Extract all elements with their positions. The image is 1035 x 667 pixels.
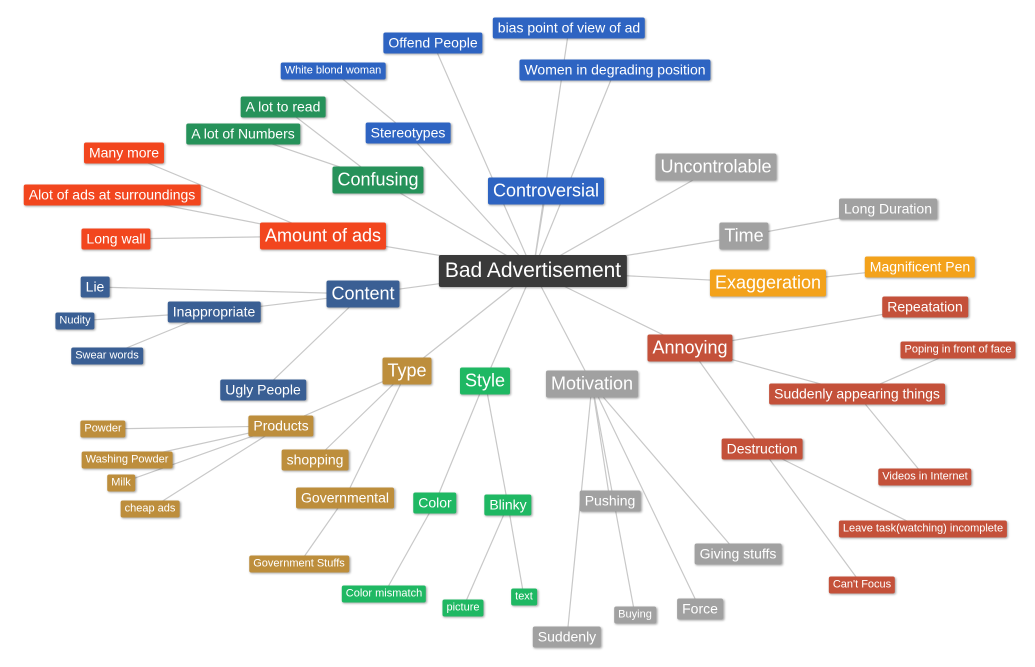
node-many-more[interactable]: Many more — [83, 142, 165, 164]
link-destruction-leave_task — [761, 448, 924, 530]
node-swear[interactable]: Swear words — [71, 347, 143, 365]
node-lot-numbers[interactable]: A lot of Numbers — [186, 123, 300, 145]
link-governmental-gov_stuffs — [298, 497, 346, 565]
link-type-governmental — [344, 370, 408, 499]
link-style-blinky — [484, 380, 509, 506]
node-repeatation[interactable]: Repeatation — [882, 296, 968, 318]
node-uncontrolable[interactable]: Uncontrolable — [655, 153, 777, 181]
link-blinky-text — [507, 504, 525, 598]
link-color-color_mismatch — [383, 502, 436, 595]
node-controversial[interactable]: Controversial — [487, 177, 605, 205]
node-cheap[interactable]: cheap ads — [120, 500, 180, 518]
node-blinky[interactable]: Blinky — [484, 494, 532, 516]
node-force[interactable]: Force — [677, 598, 723, 620]
node-shopping[interactable]: shopping — [281, 449, 349, 471]
central-node[interactable]: Bad Advertisement — [438, 255, 628, 287]
link-style-color — [434, 380, 486, 504]
node-type[interactable]: Type — [382, 357, 432, 385]
node-suddenly-app[interactable]: Suddenly appearing things — [769, 383, 945, 405]
node-pushing[interactable]: Pushing — [579, 490, 641, 512]
node-buying[interactable]: Buying — [614, 606, 656, 624]
link-center-offend — [432, 42, 534, 272]
node-content[interactable]: Content — [326, 280, 400, 308]
node-picture[interactable]: picture — [442, 599, 484, 617]
node-inappropriate[interactable]: Inappropriate — [167, 301, 261, 323]
node-motivation[interactable]: Motivation — [545, 370, 639, 398]
node-lie[interactable]: Lie — [80, 276, 110, 298]
node-long-wall[interactable]: Long wall — [81, 228, 151, 250]
node-white-blond[interactable]: White blond woman — [280, 62, 386, 80]
node-giving[interactable]: Giving stuffs — [694, 543, 782, 565]
node-powder[interactable]: Powder — [80, 420, 126, 438]
link-motivation-giving — [591, 383, 739, 555]
node-offend[interactable]: Offend People — [383, 32, 483, 54]
node-nudity[interactable]: Nudity — [55, 312, 95, 330]
link-motivation-force — [591, 383, 701, 610]
link-center-type — [406, 270, 534, 372]
link-center-motivation — [532, 270, 593, 385]
link-motivation-pushing — [591, 383, 611, 502]
node-text[interactable]: text — [511, 588, 537, 606]
node-long-duration[interactable]: Long Duration — [839, 198, 937, 220]
node-stereotypes[interactable]: Stereotypes — [365, 122, 451, 144]
node-amount[interactable]: Amount of ads — [259, 222, 387, 250]
node-exaggeration[interactable]: Exaggeration — [709, 269, 827, 297]
link-blinky-picture — [462, 504, 509, 609]
node-color-mismatch[interactable]: Color mismatch — [341, 585, 427, 603]
link-center-style — [484, 270, 534, 382]
node-cant-focus[interactable]: Can't Focus — [828, 576, 896, 594]
link-content-ugly — [262, 293, 364, 391]
node-lot-read[interactable]: A lot to read — [240, 96, 326, 118]
link-content-lie — [94, 286, 364, 295]
node-women[interactable]: Women in degrading position — [519, 59, 711, 81]
node-gov-stuffs[interactable]: Government Stuffs — [249, 555, 349, 573]
node-washing[interactable]: Washing Powder — [81, 451, 173, 469]
link-destruction-cant_focus — [761, 448, 863, 586]
node-leave-task[interactable]: Leave task(watching) incomplete — [838, 520, 1008, 538]
node-governmental[interactable]: Governmental — [296, 487, 394, 509]
node-ugly[interactable]: Ugly People — [220, 379, 306, 401]
link-products-cheap — [149, 425, 282, 510]
node-alot-ads[interactable]: Alot of ads at surroundings — [23, 184, 201, 206]
node-videos[interactable]: Videos in Internet — [878, 468, 972, 486]
link-center-uncontrolable — [532, 166, 717, 272]
node-poping[interactable]: Poping in front of face — [900, 341, 1016, 359]
link-center-women — [532, 69, 616, 272]
node-suddenly[interactable]: Suddenly — [532, 626, 602, 648]
node-annoying[interactable]: Annoying — [647, 334, 733, 362]
node-color[interactable]: Color — [413, 492, 457, 514]
node-style[interactable]: Style — [459, 367, 511, 395]
link-type-shopping — [314, 370, 408, 461]
link-motivation-suddenly — [566, 383, 593, 638]
link-annoying-destruction — [689, 347, 763, 450]
link-suddenly_app-videos — [856, 393, 926, 478]
node-magnificent[interactable]: Magnificent Pen — [864, 256, 976, 278]
node-products[interactable]: Products — [248, 415, 314, 437]
link-amount-many_more — [123, 152, 324, 237]
node-confusing[interactable]: Confusing — [332, 166, 424, 194]
node-time[interactable]: Time — [719, 222, 769, 250]
node-bias[interactable]: bias point of view of ad — [492, 17, 646, 39]
link-center-stereotypes — [407, 132, 534, 272]
node-destruction[interactable]: Destruction — [721, 438, 803, 460]
node-milk[interactable]: Milk — [107, 474, 135, 492]
